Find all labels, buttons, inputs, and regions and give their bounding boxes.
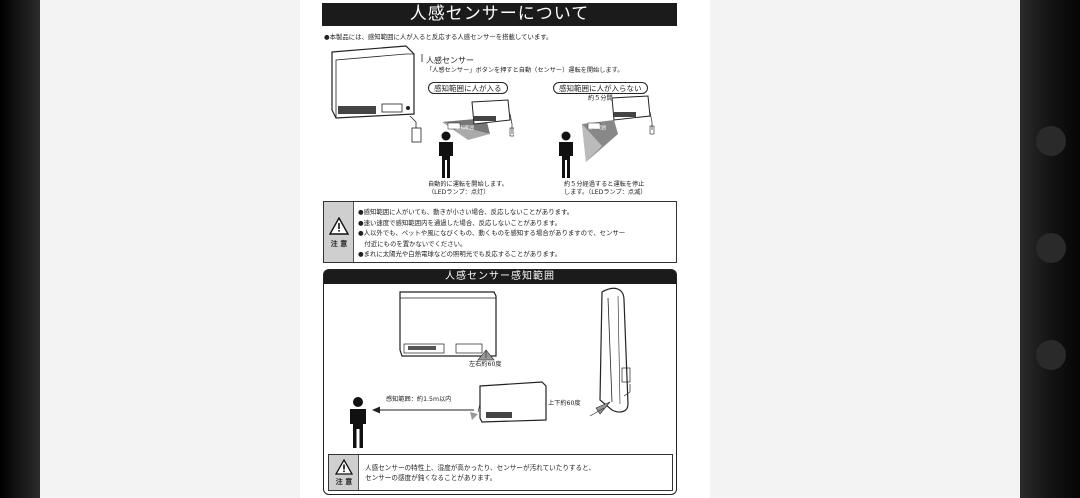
leave-caption-line2: します。（LEDランプ：点滅） xyxy=(564,189,647,196)
caution-list: ●感知範囲に人がいても、動きが小さい場合、反応しないことがあります。 ●速い速度… xyxy=(358,207,625,260)
enter-range-label: 感知範囲に人が入る xyxy=(428,82,508,94)
bottom-caution-label: 注 意 xyxy=(335,478,353,486)
page-title: 人感センサーについて xyxy=(322,3,677,26)
enter-scenario-illustration xyxy=(439,99,514,178)
horizontal-angle-label: 左右約60度 xyxy=(469,361,502,368)
leave-range-label: 感知範囲に人が入らない xyxy=(553,82,648,94)
caution-label: 注 意 xyxy=(330,240,348,248)
manual-page: 人感センサーについて ●本製品には、感知範囲に人が入ると反応する人感センサーを搭… xyxy=(322,0,678,498)
enter-caption-line1: 自動的に運転を開始します。 xyxy=(428,181,508,188)
leave-delay: 約５分間 xyxy=(588,95,613,102)
viewer-left-edge xyxy=(0,0,40,498)
caution-item: ●速い速度で感知範囲内を通過した場合、反応しないことがあります。 xyxy=(358,218,562,227)
vertical-angle-label: 上下約60度 xyxy=(548,400,581,407)
bottom-note-line2: センサーの感度が鈍くなることがあります。 xyxy=(365,474,497,482)
sensing-range-diagram xyxy=(350,287,631,448)
caution-item: ●人以外でも、ペットや風になびくもの、動くものを感知する場合がありますので、セン… xyxy=(358,229,626,238)
bottom-note-text: 人感センサーの特性上、湿度が高かったり、センサーが汚れていたりすると、 センサー… xyxy=(365,463,595,483)
warning-icon xyxy=(329,217,349,235)
caution-box: 注 意 ●感知範囲に人がいても、動きが小さい場合、反応しないことがあります。 ●… xyxy=(323,201,677,263)
viewer-control-button[interactable] xyxy=(1036,340,1066,370)
sensor-pointer-line xyxy=(421,54,423,62)
leave-range-tag: 感知範囲 xyxy=(588,126,606,131)
heater-illustration xyxy=(331,45,422,143)
caution-item: 付近にものを置かないでください。 xyxy=(358,239,467,248)
enter-range-tag: 感知範囲 xyxy=(456,126,474,131)
sensing-range-heading: 人感センサー感知範囲 xyxy=(324,270,676,284)
bottom-caution-icon-cell: 注 意 xyxy=(329,455,359,490)
intro-text: ●本製品には、感知範囲に人が入ると反応する人感センサーを搭載しています。 xyxy=(324,33,553,41)
caution-item: ●感知範囲に人がいても、動きが小さい場合、反応しないことがあります。 xyxy=(358,208,574,216)
leave-scenario-illustration xyxy=(559,95,655,178)
enter-caption-line2: （LEDランプ：点灯） xyxy=(428,189,490,196)
sensor-description: 「人感センサー」ボタンを押すと自動（センサー）運転を開始します。 xyxy=(426,67,624,74)
bottom-note-line1: 人感センサーの特性上、湿度が高かったり、センサーが汚れていたりすると、 xyxy=(365,464,596,472)
leave-caption-line1: 約５分経過すると運転を停止 xyxy=(564,181,645,188)
sensing-range-section: 人感センサー感知範囲 xyxy=(323,269,677,495)
caution-item: ●まれに太陽光や白熱電球などの照明光でも反応することがあります。 xyxy=(358,250,562,259)
caution-icon-cell: 注 意 xyxy=(324,202,354,262)
distance-label: 感知範囲：約1.5m以内 xyxy=(386,396,452,403)
warning-icon xyxy=(335,459,353,475)
viewer-control-button[interactable] xyxy=(1036,126,1066,156)
viewer-control-button[interactable] xyxy=(1036,233,1066,263)
bottom-caution-note: 注 意 人感センサーの特性上、湿度が高かったり、センサーが汚れていたりすると、 … xyxy=(328,454,673,491)
sensor-heading: 人感センサー xyxy=(426,56,474,65)
